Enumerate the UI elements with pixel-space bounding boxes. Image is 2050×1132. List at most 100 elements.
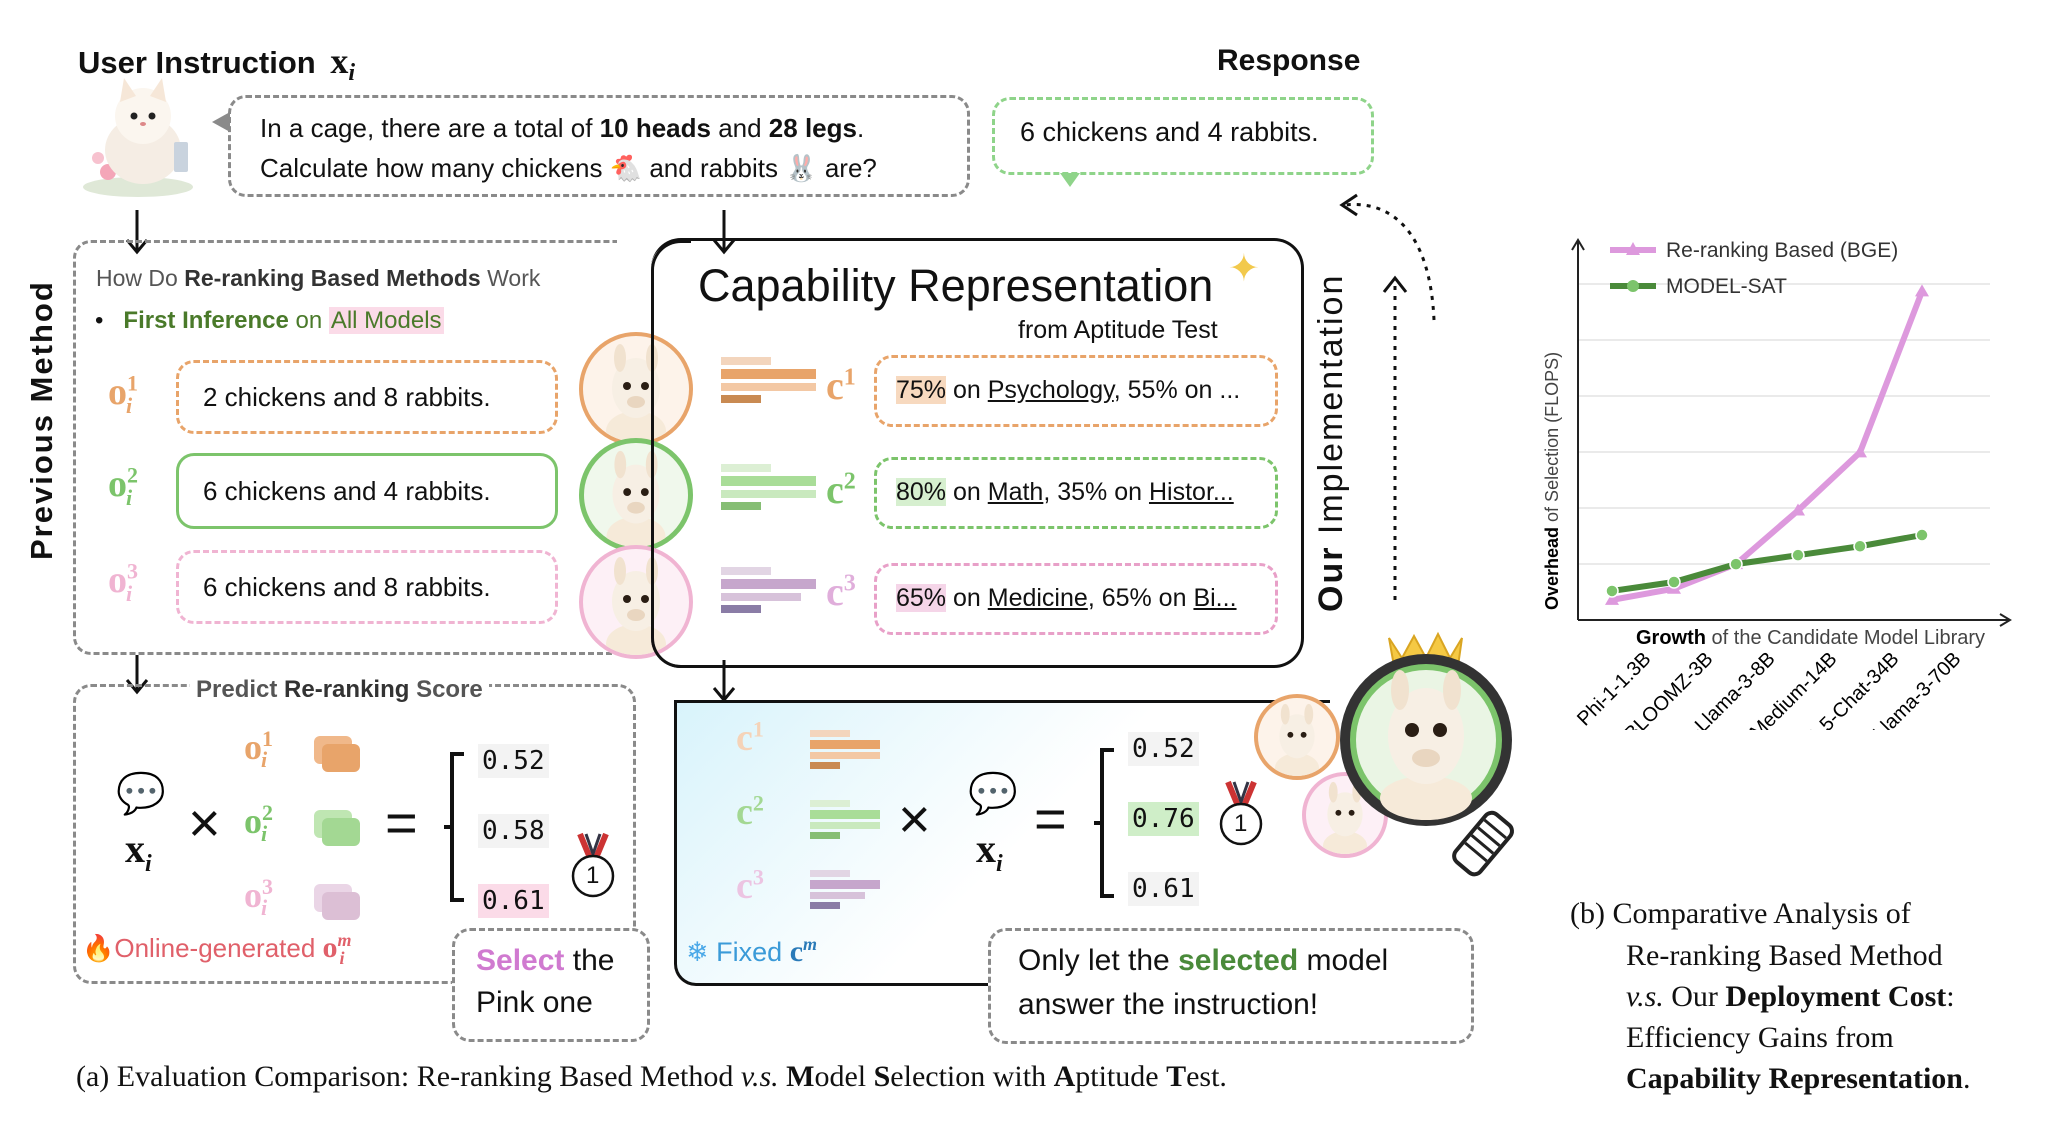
output-box-3 bbox=[176, 550, 558, 624]
our-implementation-label: Our Implementation bbox=[1312, 273, 1350, 612]
llama-icon bbox=[606, 344, 666, 442]
rerank-o1: o1i bbox=[244, 726, 273, 773]
fixed-c3-bar-icon bbox=[810, 870, 880, 909]
previous-header: How Do Re-ranking Based Methods Work bbox=[96, 265, 541, 291]
fixed-times: × bbox=[898, 787, 931, 850]
cat-avatar-icon bbox=[83, 78, 193, 197]
c1-var: c1 bbox=[826, 363, 856, 408]
fixed-box-top bbox=[674, 700, 1278, 703]
series-marker bbox=[1729, 557, 1743, 571]
c2-bar-icon bbox=[721, 464, 816, 510]
output-text-2: 6 chickens and 4 rabbits. bbox=[203, 476, 491, 506]
c3-var: c3 bbox=[826, 569, 856, 614]
capability-row-text-3: 65% on Medicine, 65% on Bi... bbox=[896, 584, 1237, 612]
series-marker bbox=[1915, 284, 1929, 297]
caption-b-line2: Re-ranking Based Method bbox=[1626, 939, 1943, 972]
rerank-score-3: 0.61 bbox=[478, 884, 549, 918]
output-text-1: 2 chickens and 8 rabbits. bbox=[203, 382, 491, 412]
c2-var: c2 bbox=[826, 467, 856, 512]
instruction-line2: Calculate how many chickens 🐔 and rabbit… bbox=[260, 153, 877, 183]
output-box-1 bbox=[176, 360, 558, 434]
rabbit-icon: 🐰 bbox=[785, 153, 818, 183]
first-inference-line: •First Inference on All Models bbox=[95, 307, 444, 334]
fixed-footer: ❄ Fixed cm bbox=[686, 934, 818, 968]
chat-bubble-icon-grey: 💬 bbox=[116, 772, 166, 816]
fixed-score-3: 0.61 bbox=[1128, 872, 1199, 906]
medal-icon bbox=[571, 832, 615, 898]
chat-icon-orange bbox=[314, 736, 360, 772]
caption-b-line4: Efficiency Gains from bbox=[1626, 1021, 1894, 1054]
only-let-line1: Only let the selected model bbox=[1018, 944, 1389, 977]
fixed-c1-var: c1 bbox=[736, 716, 764, 759]
o1-var: o1i bbox=[108, 370, 138, 418]
rerank-bracket bbox=[444, 752, 464, 902]
capability-box-left-edge bbox=[651, 240, 691, 668]
sparkle-icon: ✦ bbox=[1228, 248, 1260, 290]
select-pink-line1: Select the bbox=[476, 944, 615, 977]
chicken-icon: 🐔 bbox=[609, 153, 643, 183]
llama-avatar-small-1 bbox=[1254, 694, 1340, 780]
o3-var: o3i bbox=[108, 558, 138, 606]
chat-icons-colored bbox=[314, 736, 360, 920]
select-pink-line2: Pink one bbox=[476, 986, 593, 1019]
legend-marker bbox=[1627, 280, 1639, 292]
response-title: Response bbox=[1217, 44, 1361, 77]
output-text-3: 6 chickens and 8 rabbits. bbox=[203, 572, 491, 602]
rerank-score-1: 0.52 bbox=[478, 744, 549, 778]
user-instruction-title: User Instruction xi bbox=[78, 41, 356, 87]
series-line-0 bbox=[1611, 290, 1925, 603]
caption-b-line5: Capability Representation. bbox=[1626, 1062, 1971, 1095]
capability-subtitle: from Aptitude Test bbox=[1018, 316, 1218, 344]
caption-a: (a) Evaluation Comparison: Re-ranking Ba… bbox=[76, 1060, 1227, 1093]
dotted-curve-arrow bbox=[1344, 202, 1436, 321]
magnifier-icon bbox=[1340, 631, 1514, 877]
caption-b-line1: (b) Comparative Analysis of bbox=[1570, 897, 1911, 930]
llama-avatar-1 bbox=[579, 332, 693, 446]
capability-row-box-1 bbox=[874, 355, 1278, 427]
medal-number: 1 bbox=[586, 862, 600, 889]
snowflake-icon: ❄ bbox=[686, 937, 709, 967]
rerank-equals: = bbox=[385, 791, 418, 854]
previous-method-box bbox=[73, 240, 617, 655]
response-box bbox=[992, 97, 1374, 175]
chat-bubble-icon-grey-2: 💬 bbox=[968, 772, 1018, 816]
rerank-score-2: 0.58 bbox=[478, 814, 549, 848]
only-let-bubble bbox=[988, 928, 1474, 1044]
fire-icon: 🔥 bbox=[82, 933, 115, 963]
only-let-line2: answer the instruction! bbox=[1018, 988, 1319, 1021]
rerank-title: Predict Re-ranking Score bbox=[190, 676, 489, 704]
rerank-x-var: xi bbox=[125, 826, 152, 877]
rerank-footer: 🔥Online-generated omi bbox=[82, 930, 352, 968]
c3-bar-icon bbox=[721, 567, 816, 613]
response-tail bbox=[1060, 173, 1080, 187]
overhead-chart: Overhead of Selection (FLOPS)Growth of t… bbox=[1542, 238, 2012, 730]
series-marker bbox=[1605, 584, 1619, 598]
series-marker bbox=[1853, 445, 1867, 458]
capability-title: Capability Representation bbox=[698, 260, 1214, 311]
legend-label: MODEL-SAT bbox=[1666, 275, 1787, 298]
fixed-score-2: 0.76 bbox=[1128, 802, 1199, 836]
rerank-times: × bbox=[188, 791, 221, 854]
fixed-c2-bar-icon bbox=[810, 800, 880, 839]
x-axis-label: Growth of the Candidate Model Library bbox=[1636, 627, 1985, 649]
legend-label: Re-ranking Based (BGE) bbox=[1666, 239, 1898, 262]
fixed-equals: = bbox=[1034, 787, 1067, 850]
series-line-1 bbox=[1611, 532, 1923, 594]
series-marker bbox=[1667, 575, 1681, 589]
select-pink-bubble bbox=[452, 928, 650, 1042]
caption-b-line3: v.s. Our Deployment Cost: bbox=[1626, 980, 1955, 1013]
legend-marker bbox=[1626, 242, 1640, 255]
fixed-bars bbox=[810, 730, 880, 909]
medal-number-2: 1 bbox=[1234, 810, 1248, 837]
rerank-o2: o2i bbox=[244, 800, 273, 847]
c1-bar-icon bbox=[721, 357, 816, 403]
series-marker bbox=[1791, 548, 1805, 562]
medal-icon-2 bbox=[1219, 780, 1263, 846]
instruction-tail bbox=[212, 112, 230, 132]
output-box-2 bbox=[176, 453, 558, 529]
x-axis-arrow bbox=[1999, 613, 2012, 627]
response-text: 6 chickens and 4 rabbits. bbox=[1020, 117, 1319, 147]
capability-row-box-2 bbox=[874, 457, 1278, 529]
capability-row-text-2: 80% on Math, 35% on Histor... bbox=[896, 478, 1234, 506]
llama-icon bbox=[1322, 781, 1368, 854]
